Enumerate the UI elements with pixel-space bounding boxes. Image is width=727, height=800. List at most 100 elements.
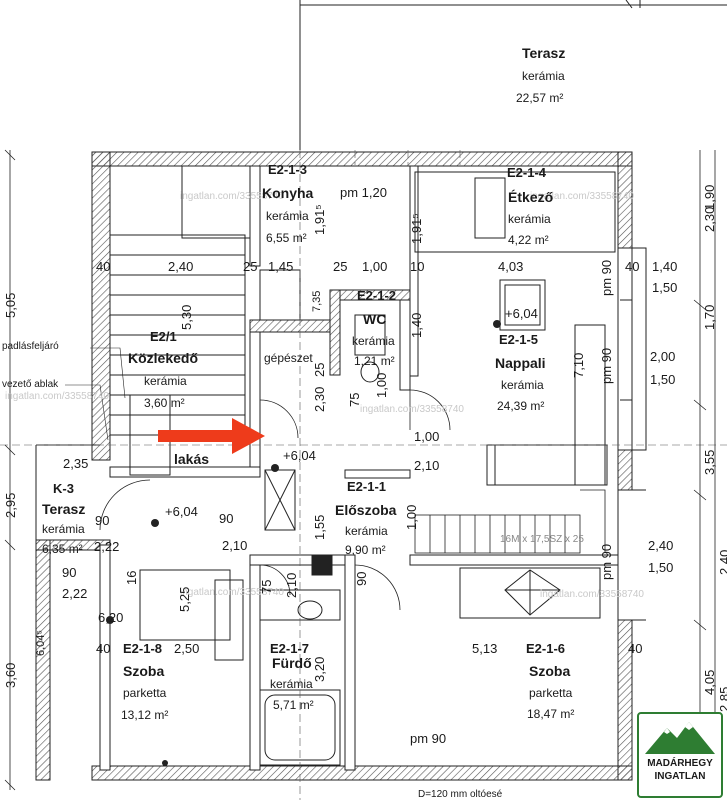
dim: 1,00: [414, 429, 440, 444]
dim-vertical: 3,20: [312, 656, 327, 682]
mountain-icon: [645, 722, 715, 754]
dim-vertical: 2,85: [717, 686, 727, 712]
room-material: kerámia: [522, 69, 565, 83]
dim: 1,45: [268, 259, 294, 274]
guide-lines: [0, 150, 727, 800]
level-label: +6,04: [505, 306, 538, 321]
dim: 40: [96, 259, 111, 274]
room-code: E2/1: [150, 329, 177, 344]
bedroom-furniture: [139, 567, 601, 661]
dim: 1,50: [650, 372, 676, 387]
dimension-lines: [4, 149, 716, 791]
room-area: 24,39 m²: [497, 399, 545, 413]
room-code: E2-1-1: [347, 479, 387, 494]
room-name: Szoba: [123, 663, 165, 679]
room-code: E2-1-8: [123, 641, 163, 656]
note-leaders: [65, 347, 126, 441]
room-code: E2-1-5: [499, 332, 539, 347]
room-name: Fürdő: [272, 655, 312, 671]
dim-vertical: 1,40: [409, 312, 424, 338]
dim-vertical: 1,70: [702, 304, 717, 330]
dim: 40: [628, 641, 643, 656]
dim-vertical: 75: [259, 579, 274, 594]
room-material: parketta: [529, 686, 573, 700]
room-name: gépészet: [264, 351, 313, 365]
dim-vertical: 1,91⁵: [312, 204, 327, 235]
dim-vertical: 2,95: [3, 492, 18, 518]
dim-vertical: 6,04⁵: [35, 630, 47, 656]
dim: 1,50: [652, 280, 678, 295]
entrance-arrow: [158, 418, 265, 454]
dim: 2,10: [414, 458, 440, 473]
room-name: Közlekedő: [128, 350, 199, 366]
room-name: Étkező: [508, 189, 554, 205]
staircase: [109, 234, 246, 476]
door-swings: [99, 389, 451, 611]
dim: 10: [410, 259, 425, 274]
note-bottom: D=120 mm oltóesé: [418, 789, 503, 800]
interior-walls: [99, 165, 619, 771]
dim: 2,40: [648, 538, 674, 553]
logo-text: INGATLAN: [654, 771, 706, 782]
dim-vertical: pm 90: [599, 543, 614, 580]
level-label: +6,04: [165, 504, 198, 519]
dim-vertical: 2,30: [312, 386, 327, 412]
room-material: kerámia: [42, 522, 85, 536]
stair-down: [414, 489, 606, 554]
dim-vertical: 75: [347, 392, 362, 407]
room-material: kerámia: [266, 209, 309, 223]
room-name: Terasz: [42, 501, 86, 517]
room-area: 3,60 m²: [144, 396, 185, 410]
dim: 90: [95, 513, 110, 528]
dim: 1,40: [652, 259, 678, 274]
note-attic-access: padlásfeljáró: [2, 341, 59, 352]
dim-vertical: 5,30: [179, 304, 194, 330]
dim-vertical: 1,91⁵: [409, 213, 424, 244]
note-guide-window: vezető ablak: [2, 379, 59, 390]
watermark: ingatlan.com/33558740: [530, 191, 634, 202]
watermark: ingatlan.com/33558740: [540, 589, 644, 600]
note-pm90: pm 90: [410, 731, 447, 746]
dim-vertical: 2,10: [284, 572, 299, 598]
dim-vertical: 7,35: [311, 290, 323, 312]
dim: 25: [333, 259, 348, 274]
dim: 2,40: [168, 259, 194, 274]
watermark: ingatlan.com/33558740: [180, 587, 284, 598]
dim: 40: [96, 641, 111, 656]
dim: 40: [625, 259, 640, 274]
room-material: kerámia: [345, 524, 388, 538]
room-name: Nappali: [495, 355, 546, 371]
dim: 1,00: [362, 259, 388, 274]
dim-vertical: 25: [312, 362, 327, 377]
watermark: ingatlan.com/33558740: [360, 404, 464, 415]
dim-vertical: pm 90: [599, 347, 614, 384]
dim-vertical: 3,60: [3, 662, 18, 688]
dim: 25: [243, 259, 258, 274]
logo-text: MADÁRHEGY: [647, 758, 713, 769]
terrace-outline: [299, 0, 727, 150]
room-material: kerámia: [270, 677, 313, 691]
room-area: 18,47 m²: [527, 707, 575, 721]
watermark: ingatlan.com/33558740: [5, 391, 109, 402]
dim: 6,20: [98, 610, 124, 625]
room-area: 9,90 m²: [345, 543, 386, 557]
room-material: kerámia: [508, 212, 551, 226]
living-furniture: [486, 279, 608, 486]
dim: 5,13: [472, 641, 498, 656]
dim-vertical: 1,00: [404, 504, 419, 530]
dim-vertical: 7,10: [571, 352, 586, 378]
company-logo: MADÁRHEGY INGATLAN: [637, 712, 723, 798]
note-stairs: 16M x 17,5SZ x 25: [500, 534, 584, 545]
dim: 2,22: [62, 586, 88, 601]
room-area: 6,55 m²: [266, 231, 307, 245]
room-name: Konyha: [262, 185, 314, 201]
note-pm120: pm 1,20: [340, 185, 387, 200]
room-area: 5,71 m²: [273, 698, 314, 712]
dim-vertical: 5,05: [3, 292, 18, 318]
kitchen-counter: [181, 165, 616, 321]
room-code: E2-1-2: [357, 288, 397, 303]
dim: 2,10: [222, 538, 248, 553]
dim-vertical: 2,30: [702, 206, 717, 232]
room-material: parketta: [123, 686, 167, 700]
room-material: kerámia: [501, 378, 544, 392]
